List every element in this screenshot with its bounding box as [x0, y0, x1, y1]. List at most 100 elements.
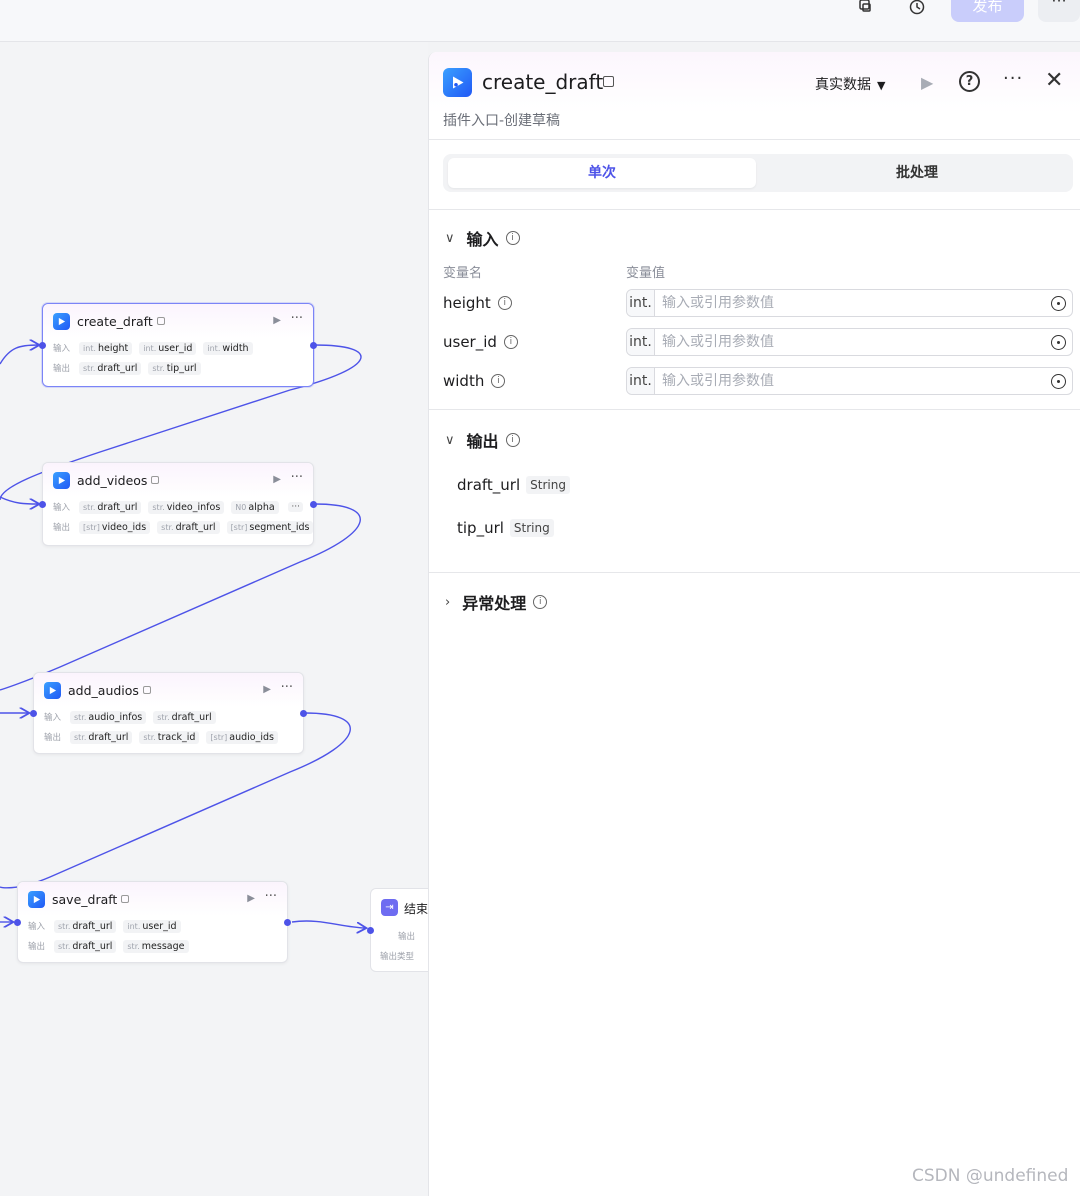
workflow-node-add-videos[interactable]: add_videos ▶ ··· 输入 str.draft_url str.vi… [39, 462, 317, 546]
history-icon[interactable] [905, 0, 929, 18]
param-tag: str.track_id [139, 730, 200, 744]
output-row-tip-url: tip_url String [457, 519, 554, 537]
row-label: 输出类型 [380, 952, 415, 962]
output-section-header[interactable]: ∨ 输出 i [445, 428, 520, 452]
more-icon[interactable]: ··· [1003, 68, 1024, 89]
plugin-badge-icon [603, 76, 614, 87]
info-icon[interactable]: i [505, 231, 520, 245]
info-icon[interactable]: i [533, 595, 548, 609]
more-menu-button[interactable]: ··· [1038, 0, 1080, 22]
section-title: 输出 [466, 432, 499, 451]
data-mode-dropdown[interactable]: 真实数据▼ [815, 74, 885, 94]
section-title: 异常处理 [462, 594, 527, 613]
type-label: int. [627, 290, 655, 316]
variable-value-field: int. [626, 328, 1073, 356]
run-node-icon[interactable]: ▶ [273, 315, 281, 326]
info-icon[interactable]: i [497, 296, 512, 310]
param-tag: str.draft_url [157, 520, 220, 534]
node-title: add_audios [68, 682, 139, 698]
node-more-icon[interactable]: ··· [264, 889, 277, 904]
edge-create-to-videos [0, 344, 362, 501]
info-icon[interactable]: i [503, 335, 518, 349]
caret-down-icon: ▼ [877, 79, 886, 92]
node-title: save_draft [52, 891, 118, 907]
info-icon[interactable]: i [505, 433, 520, 447]
user-id-value-input[interactable] [662, 334, 1042, 350]
output-port[interactable] [310, 501, 317, 508]
output-name: tip_url [457, 519, 504, 537]
param-tag: str.draft_url [70, 730, 133, 744]
type-label: int. [627, 368, 655, 394]
width-value-input[interactable] [662, 373, 1042, 389]
output-port[interactable] [310, 342, 317, 349]
workflow-node-save-draft[interactable]: save_draft ▶ ··· 输入 str.draft_url int.us… [14, 881, 291, 963]
height-value-input[interactable] [662, 295, 1042, 311]
node-config-panel: create_draft 插件入口-创建草稿 真实数据▼ ▶ ? ··· ✕ 单… [428, 52, 1080, 1196]
node-inputs-row: 输入 str.audio_infos str.draft_url [34, 707, 303, 727]
row-label: 输入 [44, 713, 62, 723]
output-type-badge: String [509, 519, 554, 537]
run-icon[interactable]: ▶ [921, 73, 934, 92]
node-more-icon[interactable]: ··· [290, 470, 303, 485]
param-tag: str.audio_infos [70, 710, 147, 724]
help-icon[interactable]: ? [959, 71, 980, 92]
input-port[interactable] [39, 501, 46, 508]
publish-button[interactable]: 发布 [951, 0, 1024, 22]
tab-batch[interactable]: 批处理 [896, 165, 938, 181]
edge-videos-to-audios [0, 503, 361, 691]
param-tag: [str]video_ids [79, 520, 151, 534]
close-icon[interactable]: ✕ [1045, 68, 1064, 93]
node-outputs-row: 输出 [str]video_ids str.draft_url [str]seg… [43, 517, 313, 537]
param-tag: str.video_infos [148, 500, 225, 514]
row-label: 输出 [398, 932, 416, 942]
info-icon[interactable]: i [491, 374, 506, 388]
input-port[interactable] [39, 342, 46, 349]
param-tag: int.user_id [139, 341, 197, 355]
workflow-node-add-audios[interactable]: add_audios ▶ ··· 输入 str.audio_infos str.… [30, 672, 307, 754]
row-label: 输入 [53, 503, 71, 513]
chevron-down-icon: ∨ [445, 432, 455, 448]
node-inputs-row: 输入 str.draft_url int.user_id [18, 916, 287, 936]
run-node-icon[interactable]: ▶ [273, 474, 281, 485]
node-inputs-row: 输入 int.height int.user_id int.width [43, 338, 313, 358]
output-port[interactable] [300, 710, 307, 717]
tab-single[interactable]: 单次 [448, 158, 756, 188]
row-label: 输入 [28, 922, 46, 932]
reference-variable-icon[interactable] [1051, 374, 1066, 389]
node-more-icon[interactable]: ··· [280, 680, 293, 695]
mode-tabs-container: 单次 批处理 [429, 140, 1080, 210]
type-label: int. [627, 329, 655, 355]
input-port[interactable] [30, 710, 37, 717]
chevron-down-icon: ∨ [445, 230, 455, 246]
input-port[interactable] [367, 927, 374, 934]
workflow-node-end[interactable]: ⇥ 结束 输出 输出类型 [367, 888, 428, 972]
node-outputs-row: 输出 str.draft_url str.track_id [str]audio… [34, 727, 303, 747]
copy-icon[interactable] [853, 0, 877, 18]
error-handling-section-header[interactable]: › 异常处理 i [445, 590, 548, 614]
output-port[interactable] [284, 919, 291, 926]
run-node-icon[interactable]: ▶ [263, 684, 271, 695]
workflow-node-create-draft[interactable]: create_draft ▶ ··· 输入 int.height int.use… [39, 303, 317, 387]
output-name: draft_url [457, 476, 521, 494]
workflow-canvas[interactable]: create_draft ▶ ··· 输入 int.height int.use… [0, 42, 428, 1196]
variable-value-field: int. [626, 367, 1073, 395]
edge-in-videos [0, 496, 38, 504]
plugin-badge-icon [142, 686, 151, 694]
node-title: 结束 [404, 902, 428, 916]
input-port[interactable] [14, 919, 21, 926]
param-tag: int.width [203, 341, 253, 355]
section-divider [429, 409, 1080, 410]
reference-variable-icon[interactable] [1051, 296, 1066, 311]
node-title: create_draft [77, 313, 153, 329]
panel-header: create_draft 插件入口-创建草稿 真实数据▼ ▶ ? ··· ✕ [429, 52, 1080, 140]
node-title: add_videos [77, 472, 148, 488]
node-outputs-row: 输出 str.draft_url str.message [18, 936, 287, 956]
input-section-header[interactable]: ∨ 输入 i [445, 226, 520, 250]
run-node-icon[interactable]: ▶ [247, 893, 255, 904]
reference-variable-icon[interactable] [1051, 335, 1066, 350]
more-params-button[interactable]: ··· [288, 502, 303, 512]
node-more-icon[interactable]: ··· [290, 311, 303, 326]
